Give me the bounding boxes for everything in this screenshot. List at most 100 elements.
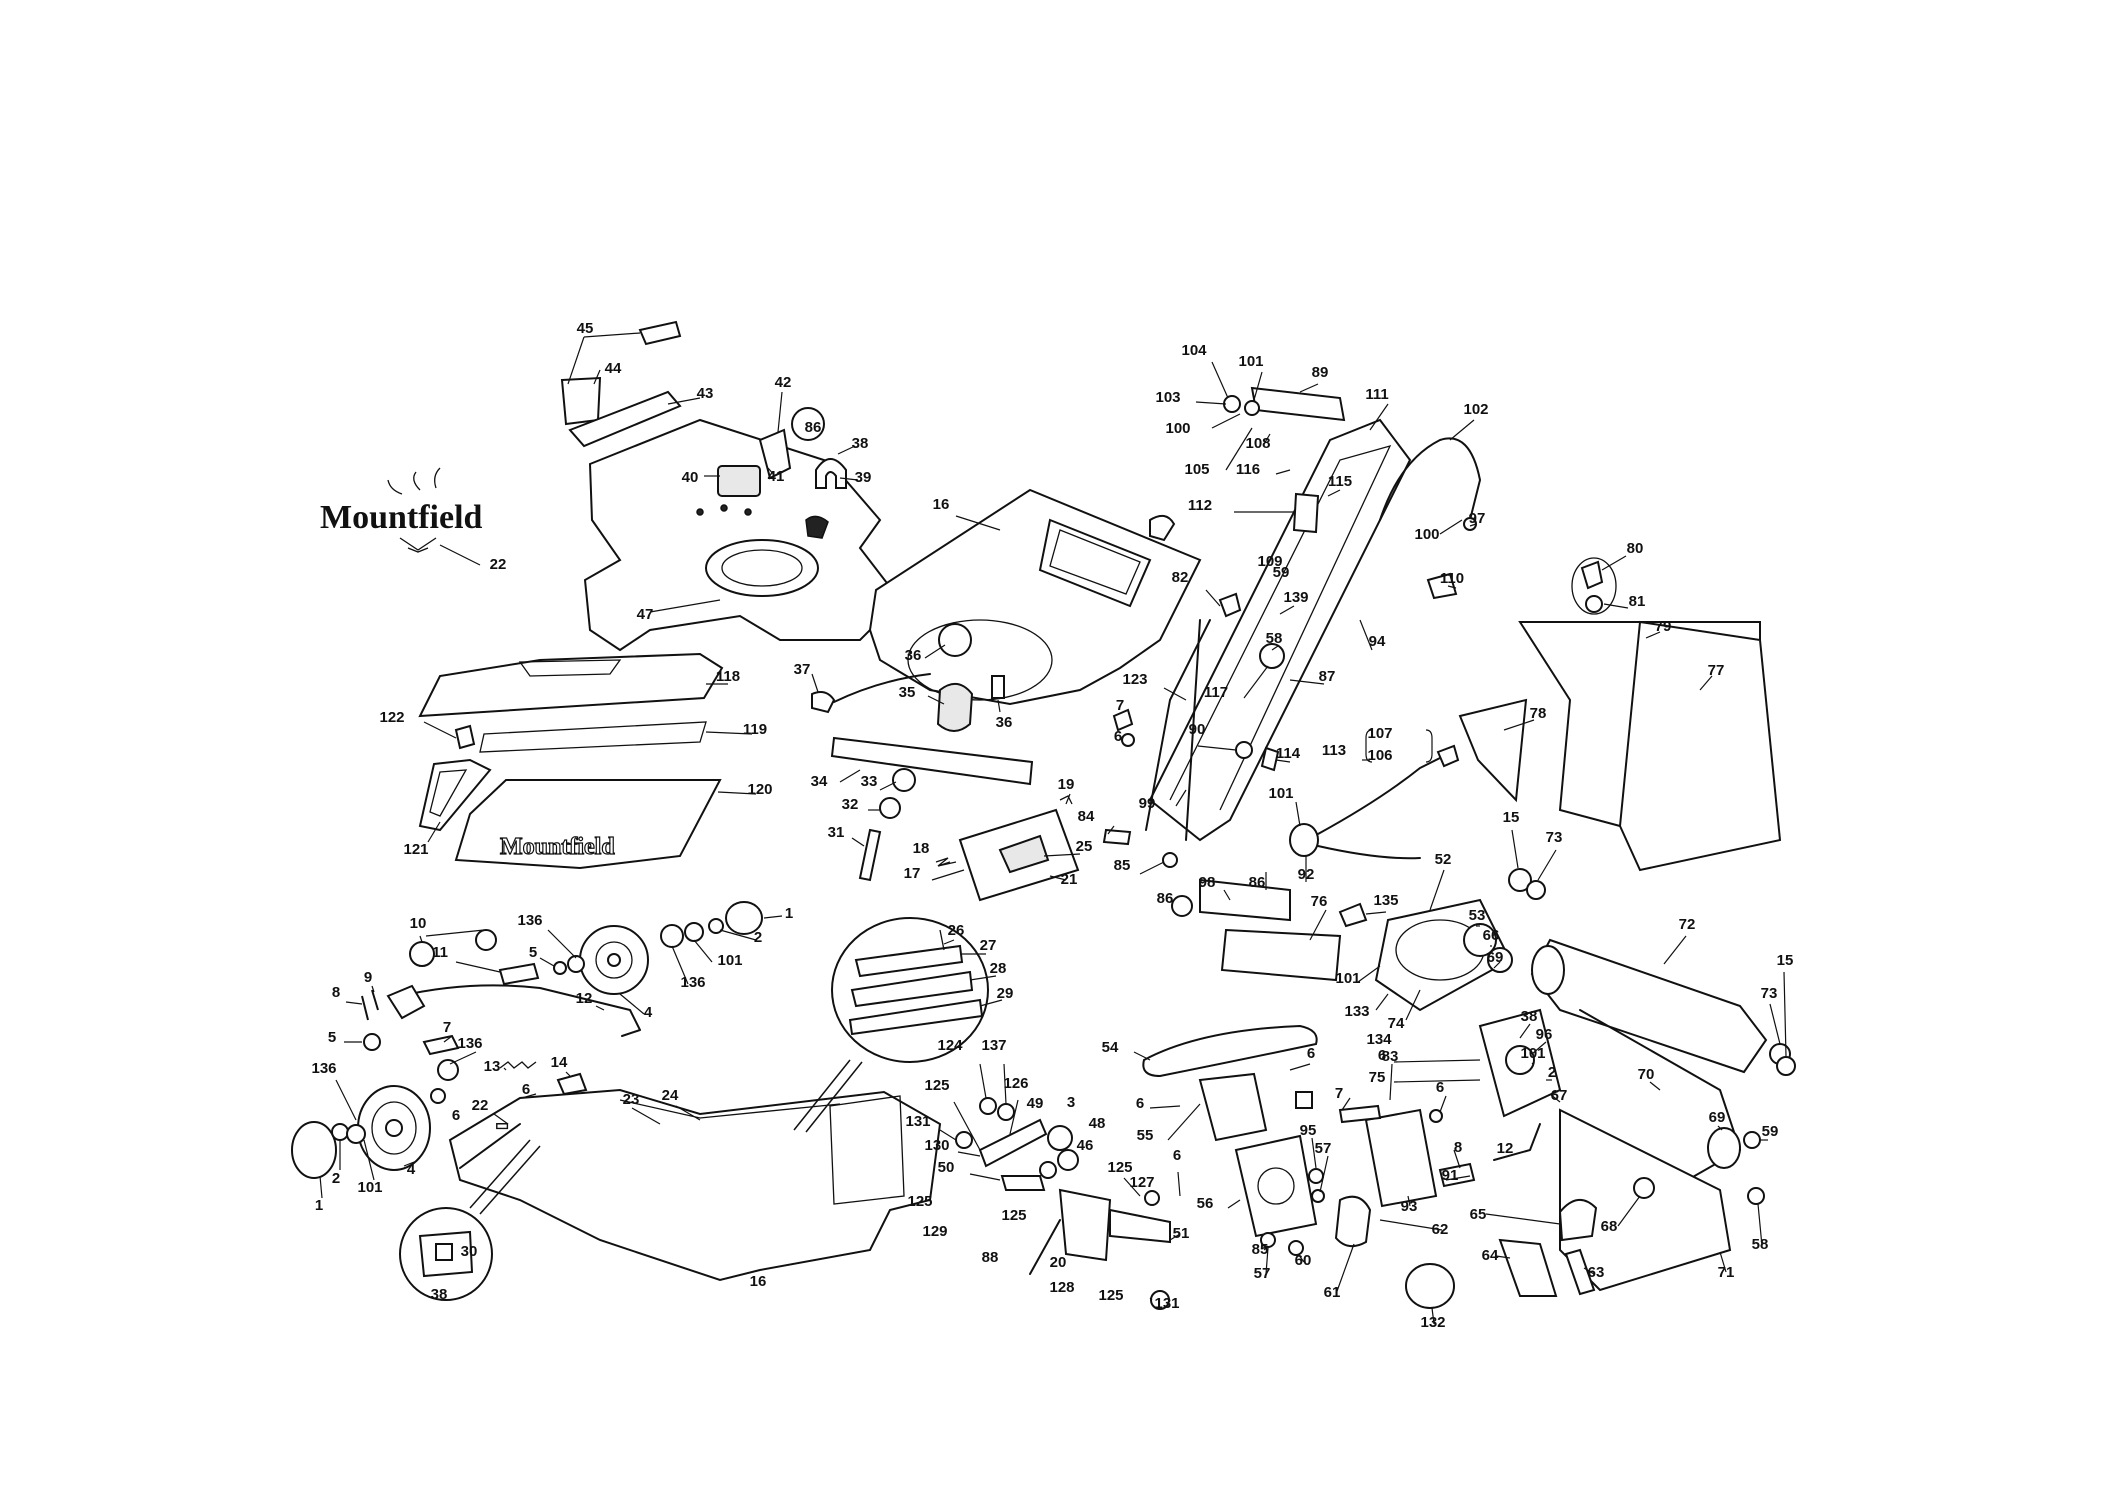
part-label-136a: 136 [517, 912, 542, 929]
part-124-washer [979, 1097, 997, 1115]
part-64-bracket [1498, 1238, 1558, 1297]
part-label-125b: 125 [1107, 1159, 1132, 1176]
part-label-36a: 36 [905, 647, 922, 664]
part-20-plate [1058, 1188, 1112, 1262]
part-label-57a: 57 [1315, 1140, 1332, 1157]
part-8-pin [361, 995, 369, 1021]
part-35-motor [936, 683, 974, 732]
part-13-spring [499, 1061, 537, 1069]
part-label-24: 24 [662, 1087, 679, 1104]
part-86-circle [791, 407, 825, 441]
part-136-bearing [660, 924, 684, 948]
part-label-39: 39 [855, 469, 872, 486]
part-label-128: 128 [1049, 1279, 1074, 1296]
part-label-103: 103 [1155, 389, 1180, 406]
part-label-51: 51 [1173, 1225, 1190, 1242]
part-label-105: 105 [1184, 461, 1209, 478]
part-2b-clip [331, 1123, 349, 1141]
part-label-125a: 125 [924, 1077, 949, 1094]
part-label-104: 104 [1181, 342, 1207, 359]
part-label-52: 52 [1435, 851, 1452, 868]
part-label-5b: 5 [328, 1029, 336, 1046]
part-69-bearing [1487, 947, 1513, 973]
part-label-3: 3 [1067, 1094, 1075, 1111]
part-91-bracket [1438, 1162, 1476, 1188]
part-label-54: 54 [1102, 1039, 1119, 1056]
part-36b-screw [991, 675, 1005, 699]
part-101-washer [684, 922, 704, 942]
part-label-91: 91 [1442, 1167, 1459, 1184]
part-119-seal [479, 721, 707, 753]
part-10-nut-b [475, 929, 497, 951]
part-label-1a: 1 [785, 905, 793, 922]
part-121-frame [418, 758, 492, 832]
part-88-rod [1029, 1219, 1061, 1275]
part-label-2a: 2 [754, 929, 762, 946]
part-label-70: 70 [1638, 1066, 1655, 1083]
part-label-86c: 86 [1157, 890, 1174, 907]
part-label-59a: 59 [1273, 564, 1290, 581]
part-label-4a: 4 [644, 1004, 653, 1021]
part-label-62: 62 [1432, 1221, 1449, 1238]
part-label-75: 75 [1369, 1069, 1386, 1086]
part-label-38b: 38 [431, 1286, 448, 1303]
part-label-98: 98 [1199, 874, 1216, 891]
part-2-clip [708, 918, 724, 934]
part-label-110: 110 [1440, 570, 1464, 587]
part-label-82: 82 [1172, 569, 1189, 586]
part-label-41: 41 [768, 468, 785, 485]
part-label-86a: 86 [805, 419, 822, 436]
part-label-101e: 101 [1335, 970, 1360, 987]
part-14-clip [556, 1072, 588, 1096]
part-label-136b: 136 [680, 974, 705, 991]
part-label-89: 89 [1312, 364, 1329, 381]
part-label-72: 72 [1679, 916, 1696, 933]
detail-callout-26-29 [793, 917, 989, 1133]
part-label-81: 81 [1629, 593, 1646, 610]
part-label-135: 135 [1373, 892, 1398, 909]
part-label-10: 10 [410, 915, 427, 932]
part-label-16b: 16 [750, 1273, 767, 1290]
part-99-cable [1145, 619, 1211, 831]
part-label-49: 49 [1027, 1095, 1044, 1112]
part-132-cap [1405, 1263, 1455, 1309]
part-label-32: 32 [842, 796, 859, 813]
switch-box [935, 795, 1080, 902]
deck-stub [1149, 514, 1176, 542]
part-label-88: 88 [982, 1249, 999, 1266]
part-73-washer [1526, 880, 1546, 900]
part-label-4b: 4 [407, 1161, 416, 1178]
part-label-36b: 36 [996, 714, 1013, 731]
part-label-42: 42 [775, 374, 792, 391]
part-label-85a: 85 [1114, 857, 1131, 874]
part-label-65: 65 [1470, 1206, 1487, 1223]
part-131-nut [955, 1131, 973, 1149]
part-label-34: 34 [811, 773, 828, 790]
part-69b-bearing [1707, 1127, 1741, 1169]
part-95-nut [1308, 1168, 1324, 1184]
part-label-137: 137 [981, 1037, 1006, 1054]
part-label-56: 56 [1197, 1195, 1214, 1212]
part-90-bolt [1235, 741, 1253, 759]
part-label-74: 74 [1388, 1015, 1405, 1032]
catcher-opening [705, 539, 819, 597]
part-label-47: 47 [637, 606, 654, 623]
part-label-8a: 8 [332, 984, 340, 1001]
part-label-80: 80 [1627, 540, 1644, 557]
part-101c-washer [1244, 400, 1260, 416]
part-label-116: 116 [1236, 461, 1260, 478]
part-label-29: 29 [997, 985, 1014, 1002]
part-label-2c: 2 [1548, 1064, 1556, 1081]
part-68-pin [1633, 1177, 1655, 1199]
cable-37 [833, 673, 931, 703]
part-label-136c: 136 [457, 1035, 482, 1052]
part-label-38a: 38 [852, 435, 869, 452]
part-label-15a: 15 [1503, 809, 1520, 826]
part-label-19: 19 [1058, 776, 1075, 793]
part-label-77: 77 [1708, 662, 1725, 679]
part-label-87: 87 [1319, 668, 1336, 685]
part-33-washer [892, 768, 916, 792]
part-85-washer [1162, 852, 1178, 868]
part-127-bolt [1144, 1190, 1160, 1206]
part-45-bracket [560, 376, 602, 426]
